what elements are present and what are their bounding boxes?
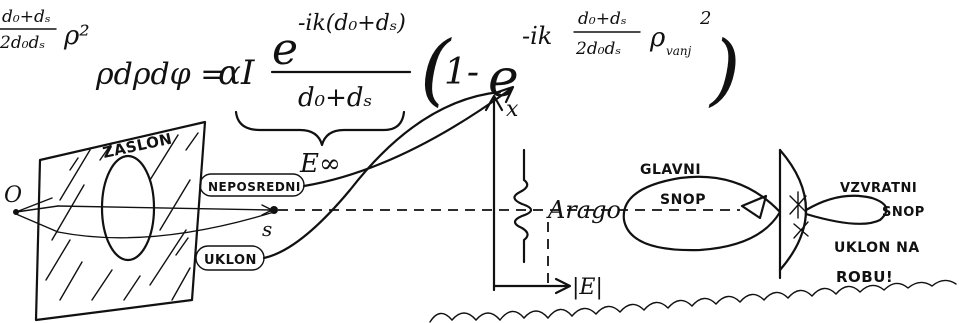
formula-lhs: ρdρdφ =	[95, 57, 225, 92]
back-lobe-label-line2: SNOP	[882, 205, 925, 220]
edge-note-line1: UKLON NA	[834, 240, 920, 256]
formula-second-exp-power-prefix: -ik	[522, 22, 552, 50]
ray-through-upper	[58, 206, 270, 210]
formula-fraction-denominator: d₀+dₛ	[298, 83, 372, 113]
observer-label: s	[262, 217, 272, 241]
formula-brace-label: E∞	[299, 149, 341, 179]
left-fraction-numerator: d₀+dₛ	[2, 7, 51, 27]
axis-field-label: |E|	[572, 275, 603, 300]
formula-second-exp-rho: ρ	[649, 23, 666, 53]
formula-one-minus: 1-	[444, 52, 479, 93]
direct-label: NEPOSREDNI	[208, 180, 301, 194]
field-curve	[514, 150, 531, 262]
left-rho-squared: ρ²	[63, 21, 90, 51]
formula-exp-power: -ik(d₀+dₛ)	[298, 11, 406, 36]
lobe-diagram: GLAVNI SNOP VZVRATNI SNOP UKLON NA ROBU!	[624, 150, 925, 286]
field-plot: x |E| Arago	[486, 96, 621, 300]
source-ray-lower	[16, 214, 58, 232]
formula-second-exp-denominator: 2d₀dₛ	[575, 39, 621, 59]
formula-bracket-close: )	[708, 25, 740, 115]
main-lobe	[624, 177, 780, 250]
main-lobe-label-line1: GLAVNI	[640, 162, 701, 178]
diffraction-label: UKLON	[204, 253, 257, 268]
ray-through-lower	[58, 212, 274, 238]
screen-label: ZASLON	[101, 130, 174, 162]
formula-underbrace	[236, 112, 404, 145]
feed-element	[742, 196, 766, 218]
formula-exp-base: e	[272, 24, 298, 75]
formula-prefactor: αI	[218, 53, 255, 93]
main-lobe-label-line2: SNOP	[660, 192, 706, 208]
formula-second-exp-rho-subscript: vanj	[666, 44, 692, 58]
edge-note-line2: ROBU!	[836, 268, 893, 286]
left-fraction-denominator: 2d₀dₛ	[0, 33, 45, 53]
formula-second-exp-numerator: d₀+dₛ	[578, 9, 627, 29]
observer-point	[270, 206, 278, 214]
arago-label: Arago	[546, 196, 621, 224]
source-label: O	[4, 183, 22, 208]
screen-diagram: O ZASLON s NEPOSREDNI UKLON	[4, 87, 740, 320]
back-lobe	[806, 196, 886, 224]
back-lobe-label-line1: VZVRATNI	[840, 181, 917, 196]
axis-x-label: x	[506, 97, 519, 122]
